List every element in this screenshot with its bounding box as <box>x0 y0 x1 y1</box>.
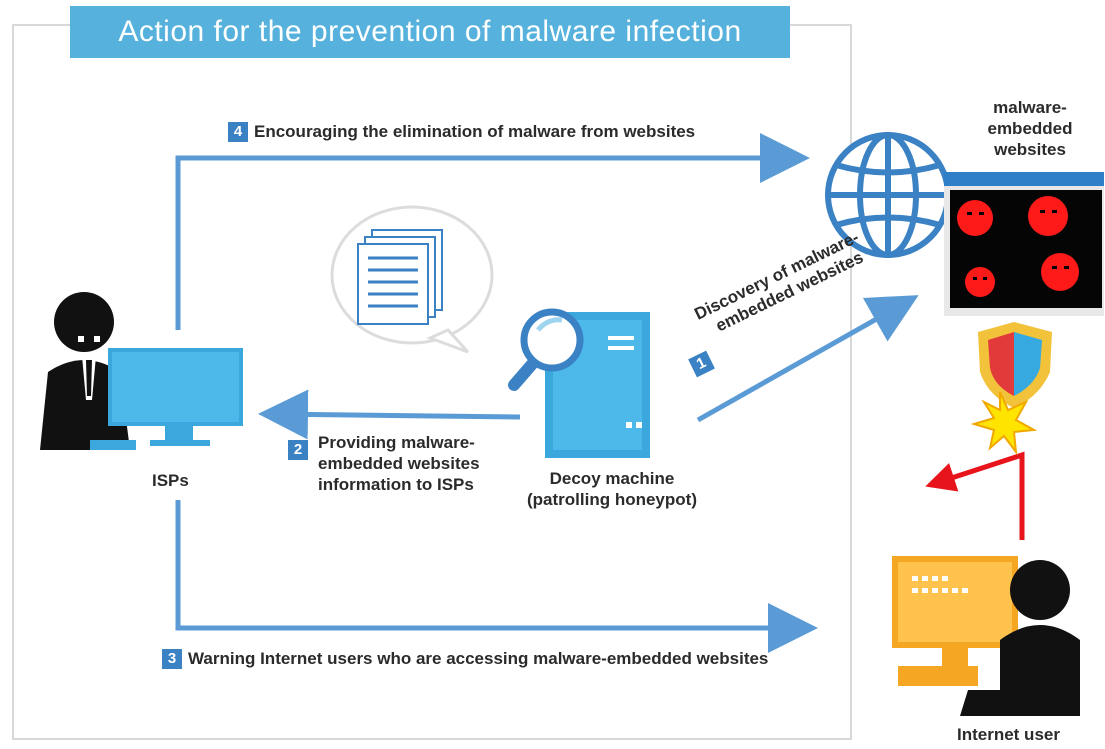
internet-user-icon <box>892 556 1080 716</box>
arrow-step-4 <box>175 133 810 330</box>
step-3-label: Warning Internet users who are accessing… <box>188 649 769 668</box>
arrow-blocked-access <box>925 451 1025 540</box>
arrow-step-3 <box>175 500 818 653</box>
decoy-line-1: Decoy machine <box>549 469 675 488</box>
internet-user-label: Internet user <box>957 725 1060 744</box>
arrow-step-1 <box>696 295 919 423</box>
person-at-computer-icon <box>40 292 243 450</box>
websites-line-2: embedded <box>987 119 1073 138</box>
magnifier-server-icon <box>508 308 650 458</box>
step-2-line-3: information to ISPs <box>318 475 474 494</box>
diagram-title: Action for the prevention of malware inf… <box>70 6 790 58</box>
step-2-label: Providing malware- embedded websites inf… <box>318 432 480 495</box>
decoy-label: Decoy machine (patrolling honeypot) <box>512 468 712 510</box>
shield-icon <box>978 322 1052 408</box>
arrow-step-2 <box>258 389 521 440</box>
isps-label: ISPs <box>152 471 189 490</box>
websites-line-1: malware- <box>993 98 1067 117</box>
websites-label: malware- embedded websites <box>975 97 1085 160</box>
step-3-badge: 3 <box>162 648 182 669</box>
step-2-line-1: Providing malware- <box>318 433 475 452</box>
step-4-badge: 4 <box>228 121 248 142</box>
step-3: 3 Warning Internet users who are accessi… <box>162 648 768 669</box>
step-2-badge: 2 <box>288 440 308 460</box>
websites-line-3: websites <box>994 140 1066 159</box>
document-speech-bubble-icon <box>330 205 494 354</box>
step-2-line-2: embedded websites <box>318 454 480 473</box>
step-4: 4 Encouraging the elimination of malware… <box>228 121 695 142</box>
decoy-line-2: (patrolling honeypot) <box>527 490 697 509</box>
virus-window-icon <box>944 172 1104 316</box>
step-4-label: Encouraging the elimination of malware f… <box>254 122 696 141</box>
spark-icon <box>970 391 1038 456</box>
